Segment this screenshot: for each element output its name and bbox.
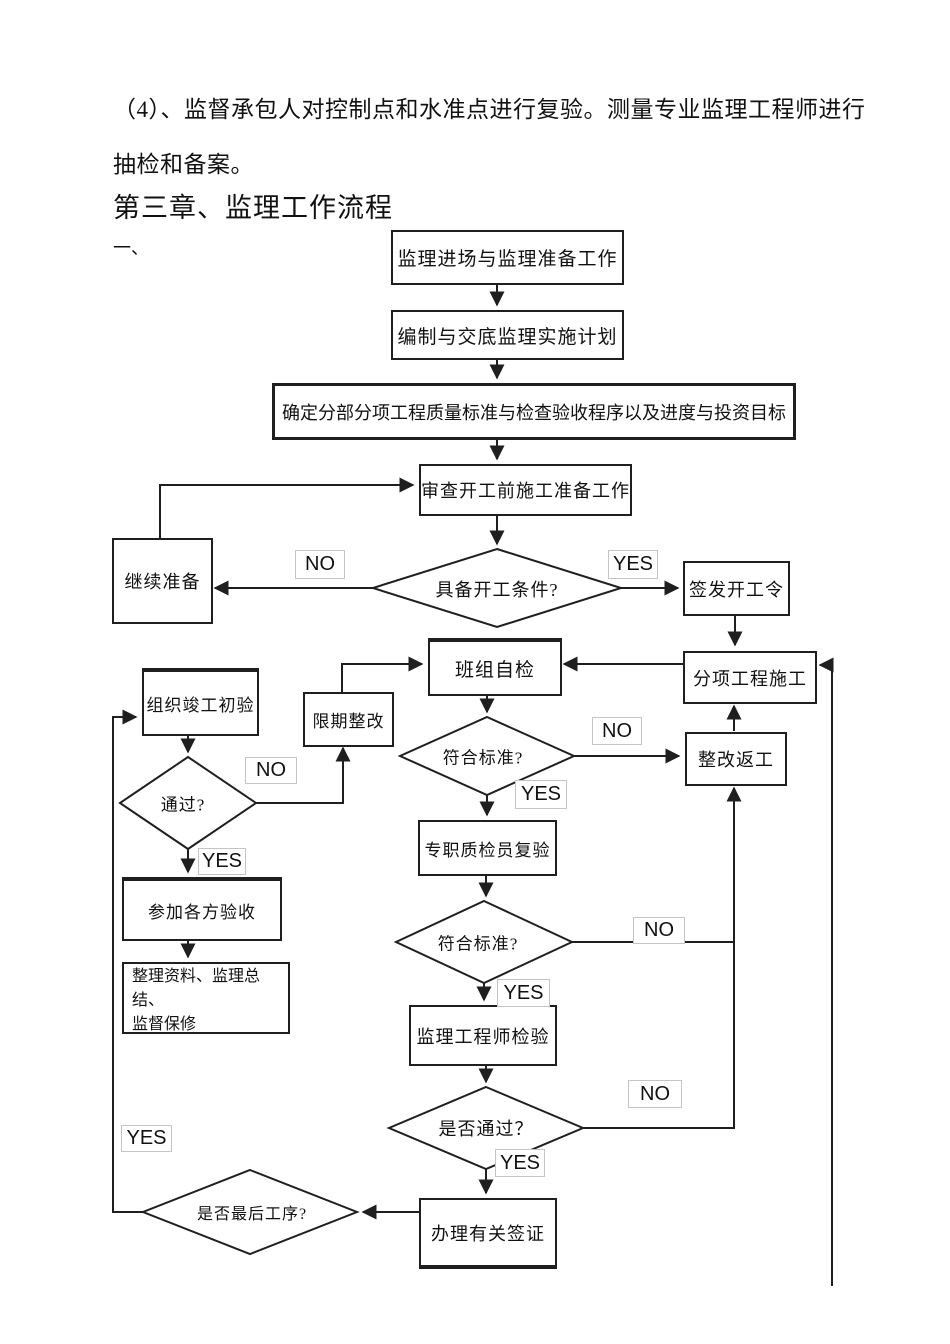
node-join-acceptance: 参加各方验收 xyxy=(122,877,282,941)
diamond-pass-check xyxy=(118,755,258,851)
diamond-ready-condition xyxy=(369,547,625,629)
node-engineer-inspect: 监理工程师检验 xyxy=(409,1005,557,1066)
node-sign-visa: 办理有关签证 xyxy=(419,1198,557,1269)
label-no-pass: NO xyxy=(245,757,297,784)
label-no-ready: NO xyxy=(295,550,345,579)
label-no-ispassed: NO xyxy=(628,1080,682,1108)
node-prep: 监理进场与监理准备工作 xyxy=(391,230,624,285)
label-yes-pass: YES xyxy=(198,848,246,875)
connector-deadline-selfcheck xyxy=(341,656,424,692)
diamond-is-passed xyxy=(386,1085,586,1171)
node-org-initial-acceptance: 组织竣工初验 xyxy=(142,668,259,736)
decision-diamonds xyxy=(118,547,625,1256)
connector-ispassed-no-rework xyxy=(583,786,742,1129)
label-yes-standard2: YES xyxy=(497,979,550,1007)
node-sort-files: 整理资料、监理总结、 监督保修 xyxy=(122,962,290,1034)
label-no-standard2: NO xyxy=(633,917,685,944)
chapter-heading: 第三章、监理工作流程 xyxy=(113,193,393,223)
list-marker: 一、 xyxy=(113,238,149,258)
diamond-text-pass-check: 通过? xyxy=(160,795,206,815)
label-no-standard1: NO xyxy=(592,717,642,745)
node-review: 审查开工前施工准备工作 xyxy=(419,464,632,516)
diamond-text-meets-standard-1: 符合标准? xyxy=(442,748,524,768)
connector-continue-review xyxy=(159,477,415,538)
diamond-text-is-passed: 是否通过？ xyxy=(438,1119,534,1139)
label-yes-ready: YES xyxy=(608,550,658,579)
diamond-text-is-final-process: 是否最后工序? xyxy=(196,1206,308,1223)
label-yes-finalprocess: YES xyxy=(121,1125,172,1152)
node-plan: 编制与交底监理实施计划 xyxy=(391,310,624,360)
node-team-self-check: 班组自检 xyxy=(428,638,562,696)
connector-loop-subconstruction xyxy=(818,657,834,1286)
node-deadline-rectify: 限期整改 xyxy=(303,692,394,747)
sort-files-line-2: 监督保修 xyxy=(132,1016,197,1033)
connector-pass-no-deadline xyxy=(256,746,351,804)
flowchart-connectors xyxy=(112,281,834,1286)
diamond-text-meets-standard-2: 符合标准? xyxy=(437,934,519,954)
diamond-meets-standard-1 xyxy=(397,715,577,797)
node-standards: 确定分部分项工程质量标准与检查验收程序以及进度与投资目标 xyxy=(272,383,796,440)
node-rectify-rework: 整改返工 xyxy=(685,732,787,786)
sort-files-line-1: 整理资料、监理总结、 xyxy=(132,968,261,1009)
paragraph-line-2: 抽检和备案。 xyxy=(113,152,254,177)
connector-finalprocess-yes-orginitial xyxy=(112,709,143,1213)
diamond-is-final-process xyxy=(140,1168,360,1256)
paragraph-line-1: （4）、监督承包人对控制点和水准点进行复验。测量专业监理工程师进行 xyxy=(113,97,866,122)
label-yes-ispassed: YES xyxy=(495,1149,545,1177)
node-qc-recheck: 专职质检员复验 xyxy=(418,820,557,876)
diamond-text-ready-condition: 具备开工条件? xyxy=(435,580,559,600)
label-yes-standard1: YES xyxy=(515,780,567,809)
node-issue-order: 签发开工令 xyxy=(683,561,790,616)
diamond-meets-standard-2 xyxy=(393,899,575,985)
node-sub-construction: 分项工程施工 xyxy=(683,651,817,704)
node-continue-prep: 继续准备 xyxy=(112,538,213,624)
